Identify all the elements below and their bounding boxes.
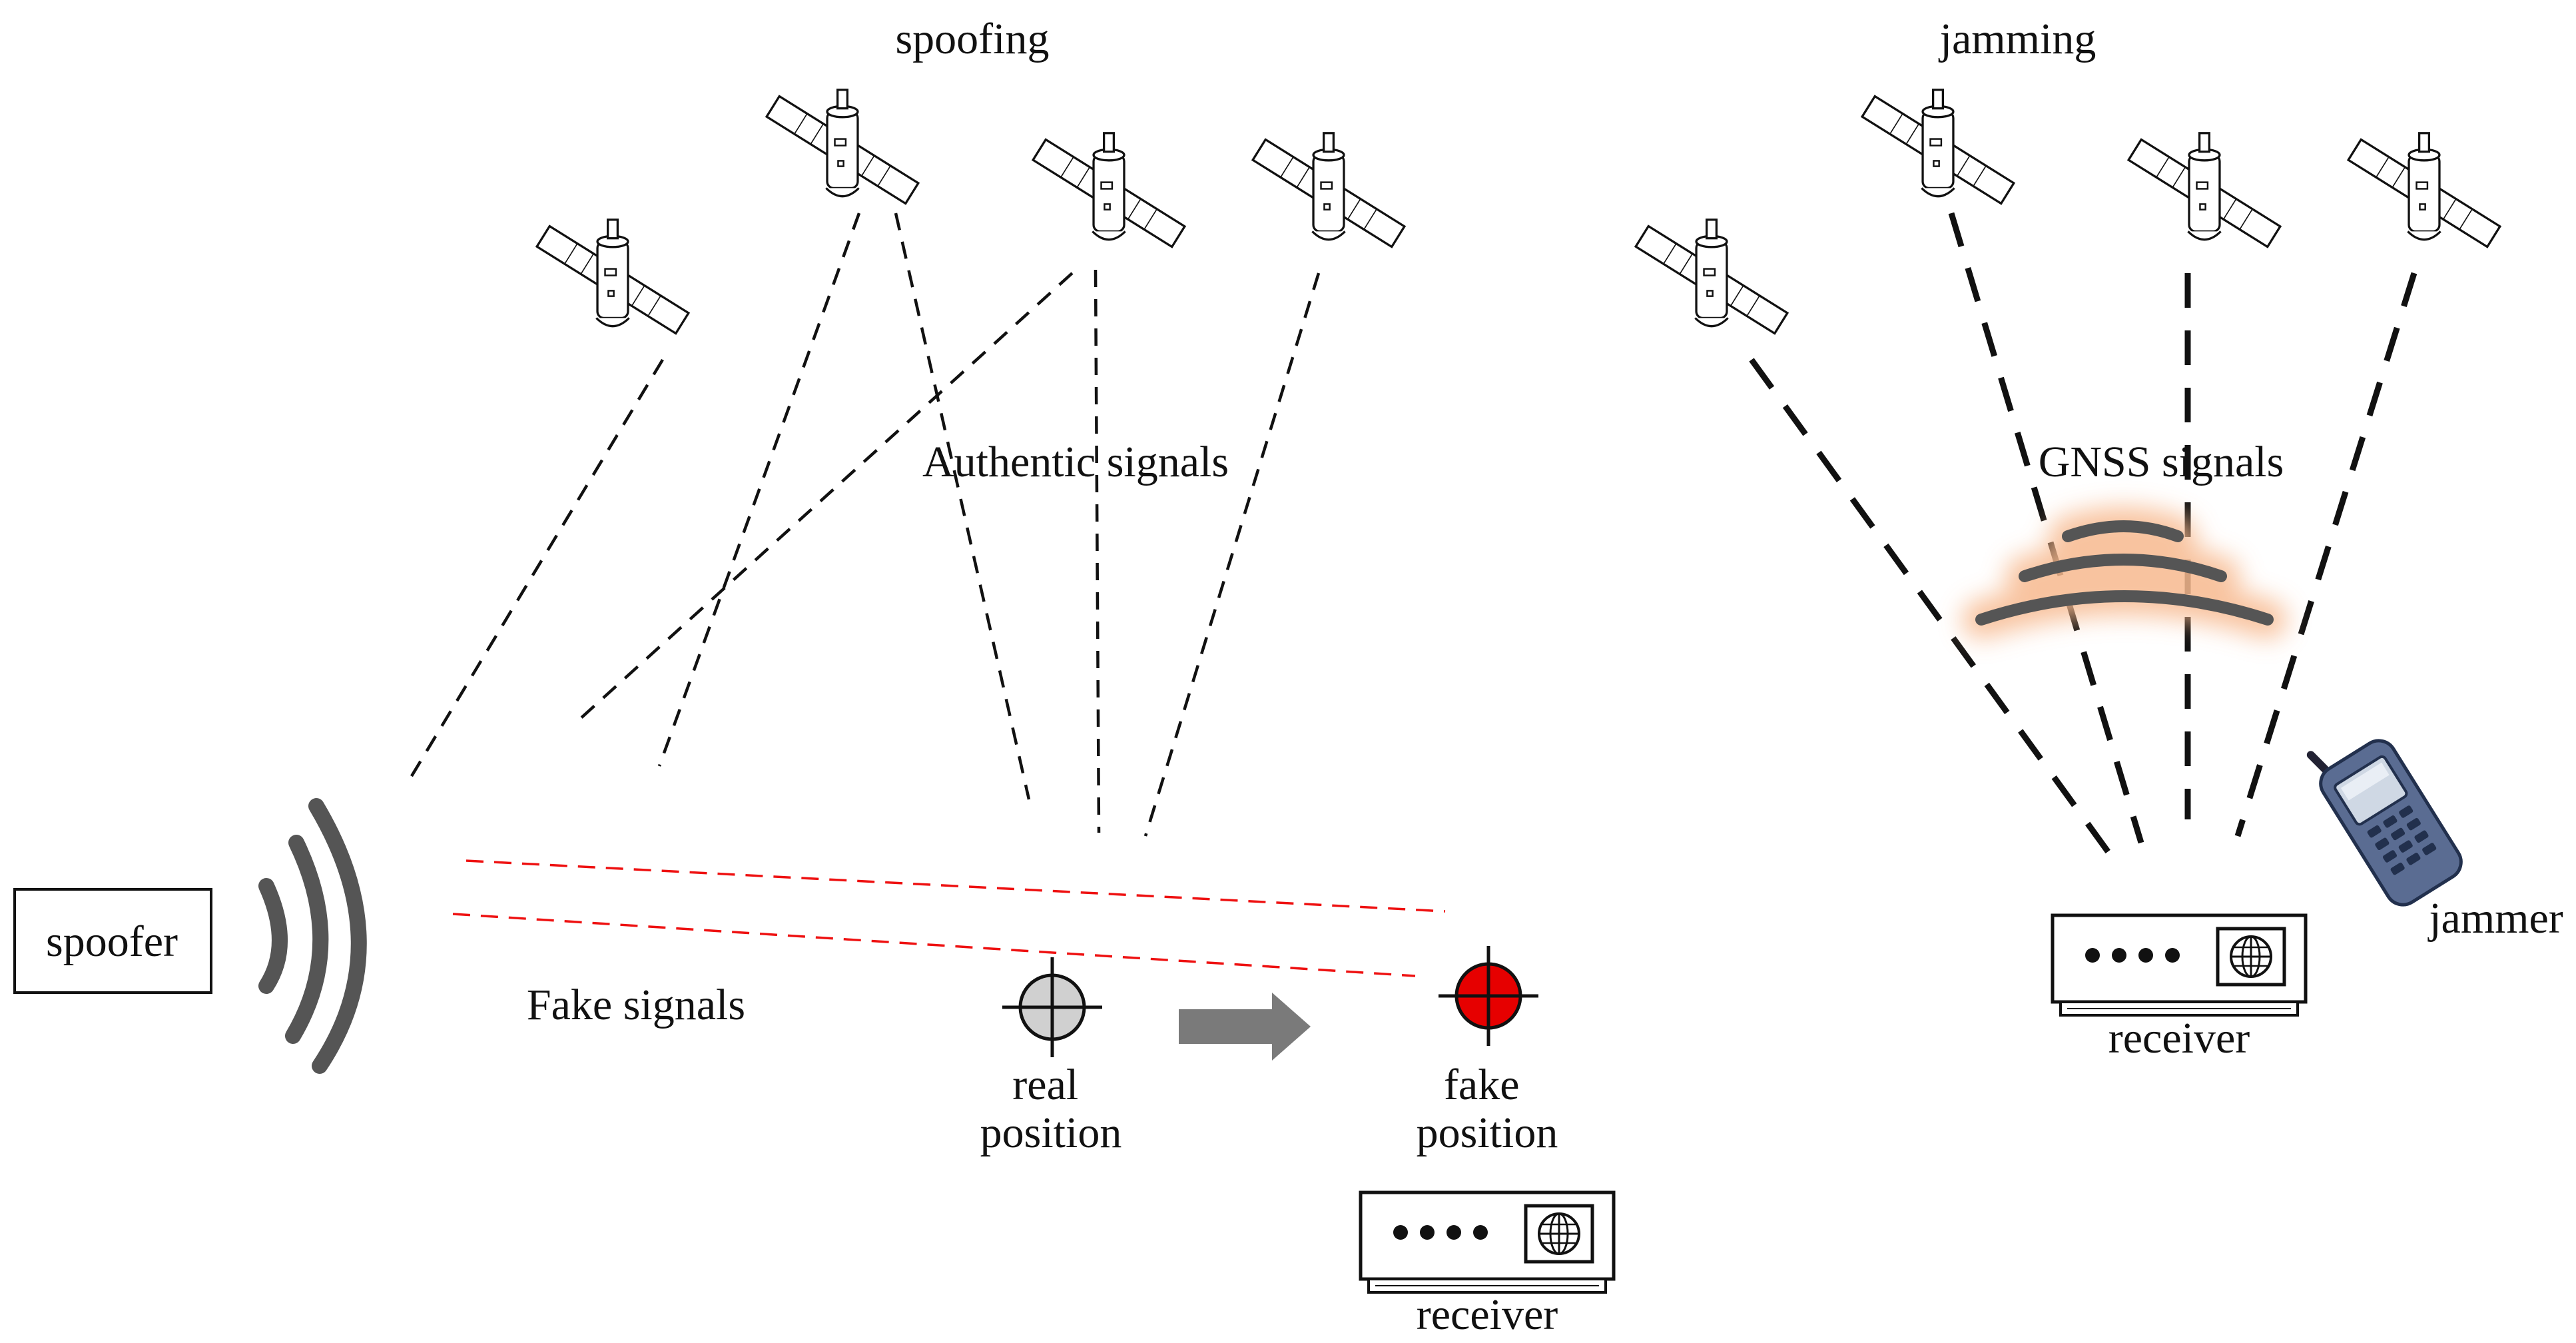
receiver-icon xyxy=(1361,1192,1614,1292)
antenna-waves-icon xyxy=(258,798,367,1074)
jamming-interference-waves xyxy=(1962,507,2287,639)
fake-signal-lines xyxy=(452,859,1446,977)
satellite-icon xyxy=(1634,219,1789,335)
jamming-title: jamming xyxy=(1939,15,2096,63)
real-position-label: real position xyxy=(980,1061,1122,1157)
satellite-icon xyxy=(1251,132,1406,248)
spoofer-label: spoofer xyxy=(46,917,178,966)
jammer-label: jammer xyxy=(2427,894,2563,943)
authentic-signals-label: Authentic signals xyxy=(922,438,1229,486)
receiver-label: receiver xyxy=(2108,1014,2250,1063)
gnss-signals-label: GNSS signals xyxy=(2039,438,2284,486)
receiver-label: receiver xyxy=(1417,1290,1558,1339)
crosshair-icon xyxy=(1002,957,1102,1057)
satellite-icon xyxy=(1032,132,1186,248)
satellite-icon xyxy=(765,89,920,205)
receiver-icon xyxy=(2053,915,2306,1015)
jamming-panel: jamming GNSS signals xyxy=(1634,15,2563,1063)
satellite-icon xyxy=(1861,89,2015,205)
spoofing-title: spoofing xyxy=(896,15,1050,63)
fake-position-label: fake position xyxy=(1417,1061,1558,1157)
gnss-signal-lines xyxy=(1749,212,2417,858)
phone-jammer-icon xyxy=(2306,739,2463,907)
arrow-right-icon xyxy=(1179,993,1311,1061)
spoofer-box xyxy=(13,888,212,994)
authentic-signal-lines xyxy=(408,213,1321,837)
satellite-icon xyxy=(535,219,690,335)
satellite-icon xyxy=(2347,132,2501,248)
fake-signals-label: Fake signals xyxy=(527,981,745,1029)
crosshair-icon xyxy=(1439,946,1538,1046)
spoofing-panel: spoofing Authentic signals spoofer xyxy=(13,15,1614,1339)
satellite-icon xyxy=(2127,132,2282,248)
